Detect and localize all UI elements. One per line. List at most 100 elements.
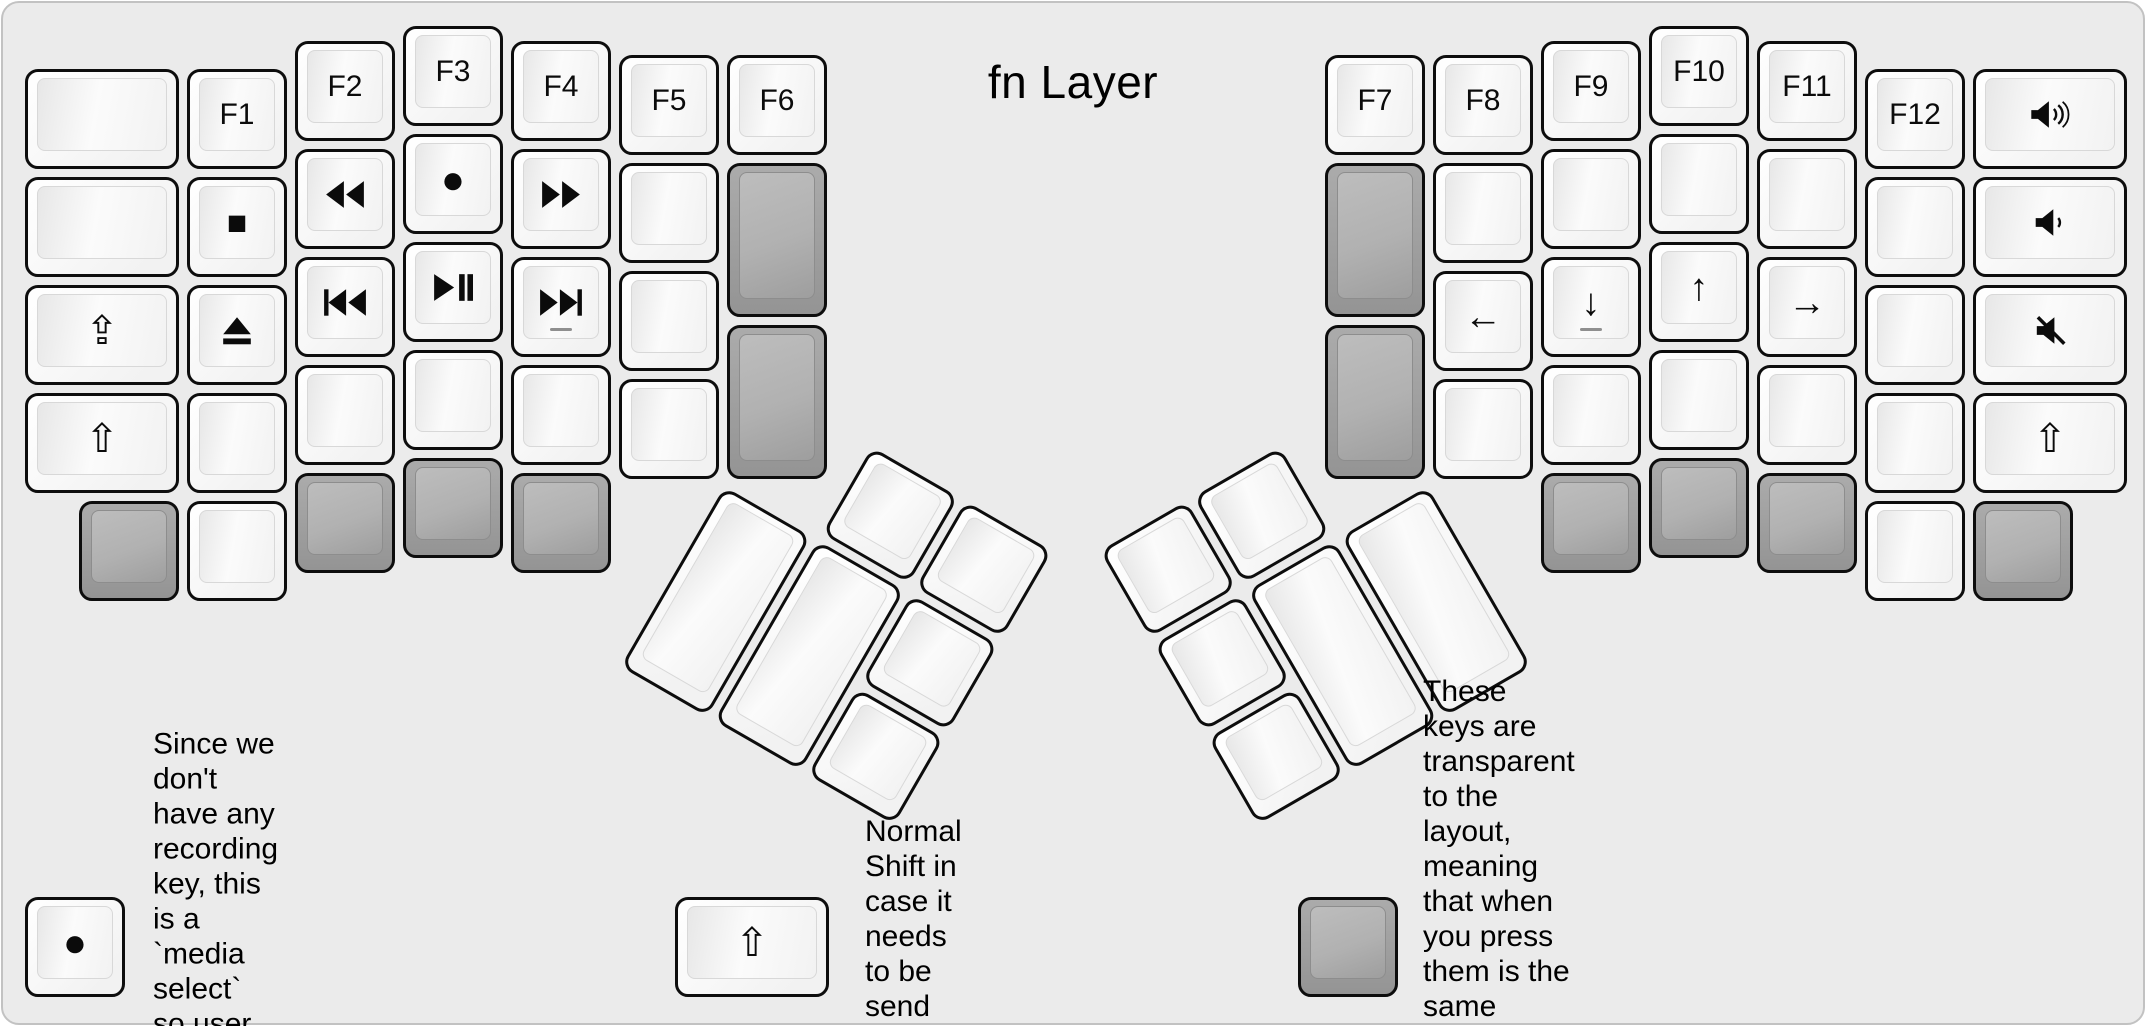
key-transparent[interactable] bbox=[727, 163, 827, 317]
voldown-icon bbox=[2035, 209, 2062, 236]
legend-text: Since we don't have any recording key, t… bbox=[153, 727, 279, 1026]
prev-icon bbox=[324, 289, 366, 316]
legend-key-shift-label: ⇧ bbox=[735, 920, 769, 965]
legend-key-sample bbox=[1298, 897, 1398, 997]
key-blank[interactable] bbox=[619, 379, 719, 479]
key-fast-forward[interactable] bbox=[511, 149, 611, 249]
key-arrow-left[interactable]: ← bbox=[1433, 271, 1533, 371]
key-blank[interactable] bbox=[1757, 149, 1857, 249]
keycap-surface bbox=[1168, 608, 1272, 710]
key-blank[interactable] bbox=[511, 365, 611, 465]
key-blank[interactable] bbox=[1433, 163, 1533, 263]
key-blank[interactable] bbox=[1865, 501, 1965, 601]
key-f12[interactable]: F12 bbox=[1865, 69, 1965, 169]
keycap-surface bbox=[199, 402, 275, 475]
keycap-surface bbox=[91, 510, 167, 583]
key-transparent[interactable] bbox=[1649, 458, 1749, 558]
key-transparent[interactable] bbox=[403, 458, 503, 558]
key-shift-right-label: ⇧ bbox=[2033, 416, 2067, 461]
key-transparent[interactable] bbox=[1541, 473, 1641, 573]
key-f6[interactable]: F6 bbox=[727, 55, 827, 155]
keycap-surface bbox=[1877, 510, 1953, 583]
key-play-pause[interactable] bbox=[403, 242, 503, 342]
key-transparent[interactable] bbox=[79, 501, 179, 601]
key-rewind[interactable] bbox=[295, 149, 395, 249]
keycap-surface bbox=[415, 251, 491, 324]
keycap-surface bbox=[1661, 143, 1737, 216]
key-f7-label: F7 bbox=[1357, 83, 1393, 117]
key-arrow-right[interactable]: → bbox=[1757, 257, 1857, 357]
keycap-surface bbox=[631, 172, 707, 245]
key-transparent[interactable] bbox=[727, 325, 827, 479]
key-transparent[interactable] bbox=[1973, 501, 2073, 601]
key-blank[interactable] bbox=[1865, 177, 1965, 277]
key-f11[interactable]: F11 bbox=[1757, 41, 1857, 141]
key-blank[interactable] bbox=[25, 69, 179, 169]
key-blank[interactable] bbox=[187, 501, 287, 601]
key-prev-track[interactable] bbox=[295, 257, 395, 357]
key-blank[interactable] bbox=[619, 163, 719, 263]
key-caps-lock[interactable]: ⇪ bbox=[25, 285, 179, 385]
key-f10[interactable]: F10 bbox=[1649, 26, 1749, 126]
keycap-surface bbox=[1553, 158, 1629, 231]
key-f5[interactable]: F5 bbox=[619, 55, 719, 155]
key-f3[interactable]: F3 bbox=[403, 26, 503, 126]
key-blank[interactable] bbox=[1541, 365, 1641, 465]
keycap-surface: F8 bbox=[1445, 64, 1521, 137]
key-blank[interactable] bbox=[187, 393, 287, 493]
key-f2[interactable]: F2 bbox=[295, 41, 395, 141]
homing-bump bbox=[550, 327, 572, 331]
key-stop[interactable]: ■ bbox=[187, 177, 287, 277]
key-caps-lock-label: ⇪ bbox=[85, 308, 119, 353]
key-blank[interactable] bbox=[1757, 365, 1857, 465]
key-eject[interactable] bbox=[187, 285, 287, 385]
keycap-surface bbox=[739, 172, 815, 299]
keycap-surface bbox=[1769, 158, 1845, 231]
key-f9[interactable]: F9 bbox=[1541, 41, 1641, 141]
key-transparent[interactable] bbox=[511, 473, 611, 573]
key-mute[interactable] bbox=[1973, 285, 2127, 385]
key-media-select-record[interactable]: ● bbox=[403, 134, 503, 234]
keycap-surface: F11 bbox=[1769, 50, 1845, 123]
key-media-select-record-label: ● bbox=[440, 157, 466, 202]
key-shift-left[interactable]: ⇧ bbox=[25, 393, 179, 493]
keycap-surface bbox=[307, 374, 383, 447]
keycap-surface bbox=[1985, 186, 2115, 259]
ffwd-icon bbox=[542, 181, 580, 208]
key-blank[interactable] bbox=[295, 365, 395, 465]
key-f9-label: F9 bbox=[1573, 69, 1609, 103]
key-f4[interactable]: F4 bbox=[511, 41, 611, 141]
key-volume-down[interactable] bbox=[1973, 177, 2127, 277]
keycap-surface bbox=[1661, 359, 1737, 432]
legend-text: Normal Shift in case it needs to be send… bbox=[865, 815, 962, 1026]
key-arrow-down[interactable]: ↓ bbox=[1541, 257, 1641, 357]
key-blank[interactable] bbox=[1865, 393, 1965, 493]
key-arrow-up[interactable]: ↑ bbox=[1649, 242, 1749, 342]
keycap-surface bbox=[1337, 334, 1413, 461]
key-blank[interactable] bbox=[25, 177, 179, 277]
keycap-surface: ← bbox=[1445, 280, 1521, 353]
keycap-surface: F5 bbox=[631, 64, 707, 137]
key-next-track[interactable] bbox=[511, 257, 611, 357]
key-blank[interactable] bbox=[1865, 285, 1965, 385]
key-blank[interactable] bbox=[403, 350, 503, 450]
key-transparent[interactable] bbox=[1325, 163, 1425, 317]
key-transparent[interactable] bbox=[1757, 473, 1857, 573]
keycap-surface bbox=[199, 294, 275, 367]
key-volume-up[interactable] bbox=[1973, 69, 2127, 169]
key-blank[interactable] bbox=[1433, 379, 1533, 479]
key-shift-right[interactable]: ⇧ bbox=[1973, 393, 2127, 493]
key-blank[interactable] bbox=[619, 271, 719, 371]
keycap-surface bbox=[1445, 172, 1521, 245]
key-blank[interactable] bbox=[1649, 134, 1749, 234]
key-arrow-down-label: ↓ bbox=[1581, 281, 1601, 324]
key-f1[interactable]: F1 bbox=[187, 69, 287, 169]
key-transparent[interactable] bbox=[1325, 325, 1425, 479]
key-f7[interactable]: F7 bbox=[1325, 55, 1425, 155]
key-transparent[interactable] bbox=[295, 473, 395, 573]
keycap-surface bbox=[1985, 78, 2115, 151]
homing-bump bbox=[1580, 327, 1602, 331]
key-f8[interactable]: F8 bbox=[1433, 55, 1533, 155]
key-blank[interactable] bbox=[1541, 149, 1641, 249]
key-blank[interactable] bbox=[1649, 350, 1749, 450]
